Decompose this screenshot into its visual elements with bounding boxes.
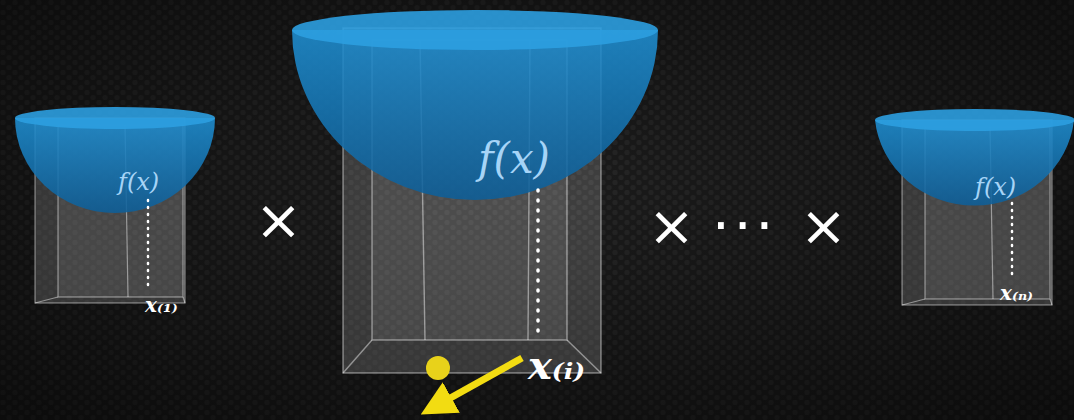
sample-label: x₍₁₎ — [145, 295, 178, 315]
operator-symbol: × — [800, 198, 847, 254]
bowl-figure — [15, 107, 215, 213]
bowl-figure — [875, 109, 1074, 206]
function-label: f(x) — [118, 170, 159, 194]
operator-symbol: ··· — [712, 198, 777, 254]
prism-node: f(x) x₍ₙ₎ — [872, 105, 1072, 315]
operator-symbol: × — [255, 192, 302, 248]
sample-label: x₍ᵢ₎ — [528, 345, 585, 385]
yellow-dot — [426, 356, 450, 380]
dotted-line — [147, 200, 150, 290]
prism-node: f(x) x₍ᵢ₎ — [290, 10, 670, 405]
prism-node: f(x) x₍₁₎ — [20, 105, 220, 315]
function-label: f(x) — [975, 175, 1016, 199]
sample-label: x₍ₙ₎ — [1000, 283, 1033, 303]
dotted-line — [536, 190, 540, 335]
operator-symbol: × — [648, 198, 695, 254]
function-label: f(x) — [478, 138, 550, 180]
dotted-line — [1011, 203, 1014, 278]
bowl-figure — [292, 10, 658, 200]
